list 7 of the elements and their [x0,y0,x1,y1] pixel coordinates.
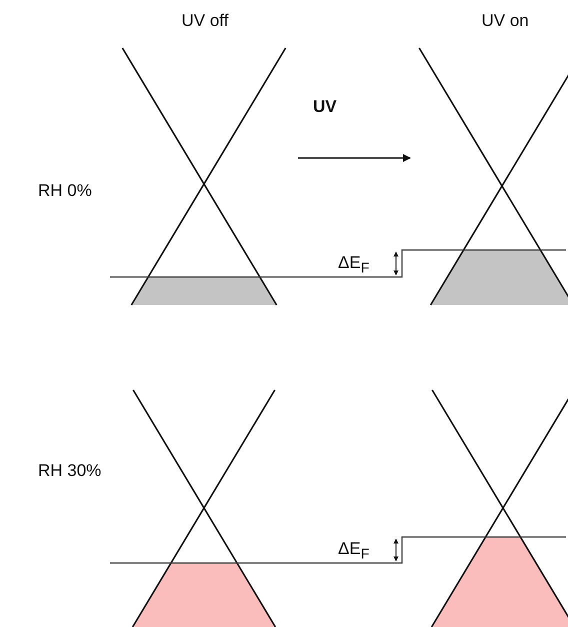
delta-ef-label: ΔE$_{F}$ [338,540,370,562]
row-label: RH 0% [38,182,92,199]
column-heading: UV off [182,12,228,29]
column-heading: UV on [482,12,529,29]
arrow-label: UV [313,98,337,115]
row-label: RH 30% [38,462,102,479]
delta-ef-label: ΔE$_{F}$ [338,254,370,276]
